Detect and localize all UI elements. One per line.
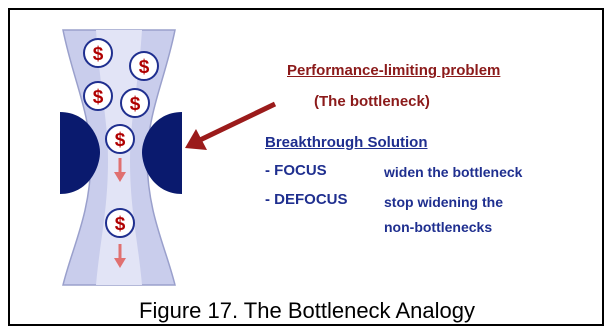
coin-symbol: $ [93,87,104,108]
focus-description: widen the bottleneck [384,164,523,180]
coin-symbol: $ [115,130,126,151]
defocus-description-line2: non-bottlenecks [384,219,493,235]
bottleneck-pointer-arrow [185,101,277,150]
figure-caption: Figure 17. The Bottleneck Analogy [139,298,475,323]
right-constriction [142,112,182,194]
dollar-coin-icon: $ [105,208,135,238]
coin-symbol: $ [130,94,141,115]
coin-symbol: $ [115,214,126,235]
dollar-coin-icon: $ [120,88,150,118]
problem-subtitle: (The bottleneck) [314,93,430,110]
dollar-coin-icon: $ [105,124,135,154]
dollar-coin-icon: $ [83,38,113,68]
problem-title: Performance-limiting problem [287,62,501,79]
flow-arrow-2 [114,244,126,268]
dollar-coin-icon: $ [83,81,113,111]
coin-symbol: $ [139,57,150,78]
defocus-label: - DEFOCUS [265,191,348,208]
solution-title: Breakthrough Solution [265,134,428,151]
coin-symbol: $ [93,44,104,65]
dollar-coin-icon: $ [129,51,159,81]
left-constriction [60,112,100,194]
defocus-description-line1: stop widening the [384,194,503,210]
focus-label: - FOCUS [265,162,327,179]
flow-arrow-1 [114,158,126,182]
